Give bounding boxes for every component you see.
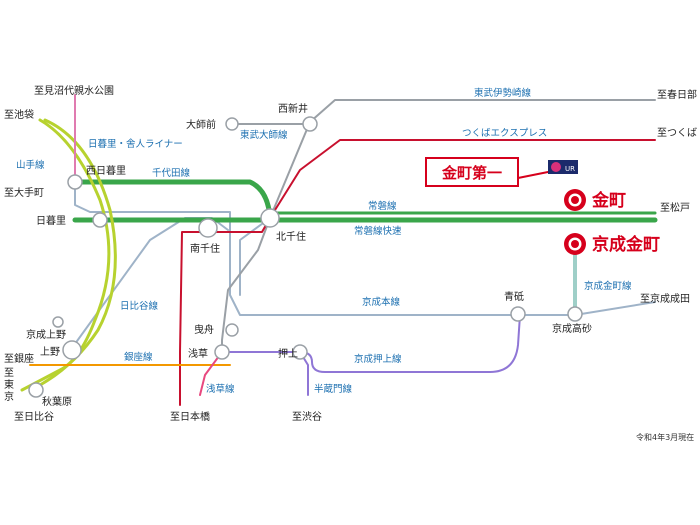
station-marker-daishimae <box>225 117 239 131</box>
station-marker-minamisenju <box>198 218 218 238</box>
tx-line <box>269 139 656 219</box>
dest-tokyo-3: 京 <box>4 390 14 403</box>
line-label-toneri: 日暮里・舎人ライナー <box>88 138 183 150</box>
dest-otemachi: 至大手町 <box>4 186 44 199</box>
line-label-yamanote: 山手線 <box>16 159 45 171</box>
station-marker-keisei-takasago <box>567 306 583 322</box>
line-label-chiyoda: 千代田線 <box>152 167 191 179</box>
dest-kasukabe: 至春日部 <box>657 88 697 101</box>
station-marker-aoto <box>510 306 526 322</box>
station-marker-nippori <box>92 212 108 228</box>
line-label-keisei-oshiage: 京成押上線 <box>354 353 402 365</box>
callout-box <box>425 157 519 187</box>
station-labels: 西日暮里 日暮里 南千住 北千住 大師前 西新井 京成上野 上野 秋葉原 曳舟 … <box>26 102 660 408</box>
label-nippori: 日暮里 <box>36 214 66 227</box>
line-label-joban: 常磐線 <box>368 200 397 212</box>
callout: 金町第一 UR <box>425 157 578 187</box>
line-label-hanzomon: 半蔵門線 <box>314 383 353 395</box>
line-label-keisei-kanamachi: 京成金町線 <box>584 280 632 292</box>
line-label-ginza: 銀座線 <box>124 351 153 363</box>
dest-tsukuba: 至つくば <box>657 127 697 139</box>
dest-matsudo: 至松戸 <box>660 201 690 214</box>
isesaki-line <box>269 99 656 219</box>
footnote: 令和4年3月現在 <box>636 432 694 442</box>
station-markers <box>28 116 586 398</box>
station-marker-hikifune <box>225 323 239 337</box>
callout-pointer <box>517 171 549 179</box>
dest-tokyo-2: 東 <box>4 378 14 391</box>
line-label-asakusa: 浅草線 <box>206 383 235 395</box>
station-marker-ueno <box>62 340 82 360</box>
destination-labels: 至見沼代親水公園 至池袋 至大手町 至銀座 至 東 京 至日比谷 至日本橋 至渋… <box>4 84 697 423</box>
label-keisei-ueno: 京成上野 <box>26 328 66 341</box>
label-keisei-kanamachi: 京成金町 <box>592 234 660 255</box>
keisei-main-line <box>519 301 656 316</box>
label-keisei-takasago: 京成高砂 <box>552 322 592 335</box>
dest-ginza: 至銀座 <box>4 352 34 365</box>
ur-logo-mark <box>551 162 561 172</box>
label-kanamachi: 金町 <box>591 190 626 211</box>
station-marker-nishinippori <box>67 174 83 190</box>
dest-minuma: 至見沼代親水公園 <box>34 84 114 97</box>
asakusa-grey <box>221 217 271 353</box>
line-label-keisei-main: 京成本線 <box>362 296 401 308</box>
label-nishinippori: 西日暮里 <box>86 164 126 177</box>
label-nishiarai: 西新井 <box>278 102 308 115</box>
keisei-oshiage-line <box>221 314 521 373</box>
hibiya-line-main <box>239 217 271 296</box>
label-oshiage: 押上 <box>278 347 298 360</box>
station-marker-akihabara <box>28 382 44 398</box>
callout-label: 金町第一 <box>441 164 502 182</box>
label-aoto: 青砥 <box>504 290 524 303</box>
label-daishimae: 大師前 <box>186 118 216 131</box>
dest-nihombashi: 至日本橋 <box>170 410 210 423</box>
line-label-tx: つくばエクスプレス <box>462 128 547 139</box>
dest-ikebukuro: 至池袋 <box>4 108 34 121</box>
label-akihabara: 秋葉原 <box>42 395 72 408</box>
dest-narita: 至京成成田 <box>640 292 690 305</box>
line-label-joban-rapid: 常磐線快速 <box>354 225 402 237</box>
station-marker-nishiarai <box>302 116 318 132</box>
dest-shibuya: 至渋谷 <box>292 410 322 423</box>
station-marker-kitasenju <box>260 208 280 228</box>
dest-hibiya: 至日比谷 <box>14 411 54 423</box>
label-hikifune: 曳舟 <box>194 323 214 336</box>
dest-tokyo-1: 至 <box>4 367 14 379</box>
line-label-isesaki: 東武伊勢崎線 <box>474 87 532 99</box>
station-marker-oshiage <box>292 344 308 360</box>
line-label-hibiya: 日比谷線 <box>120 300 159 312</box>
ur-logo-text: UR <box>565 165 575 173</box>
label-ueno: 上野 <box>40 346 60 358</box>
label-minamisenju: 南千住 <box>190 242 220 255</box>
asakusa-line <box>199 351 223 396</box>
station-marker-asakusa <box>214 344 230 360</box>
line-label-daishi: 東武大師線 <box>240 129 288 141</box>
station-marker-keisei-ueno <box>52 316 64 328</box>
label-asakusa: 浅草 <box>188 347 208 360</box>
tx-line-south <box>179 217 271 406</box>
label-kitasenju: 北千住 <box>276 230 306 243</box>
line-labels: 山手線 日暮里・舎人ライナー 千代田線 東武大師線 東武伊勢崎線 つくばエクスプ… <box>16 87 632 395</box>
